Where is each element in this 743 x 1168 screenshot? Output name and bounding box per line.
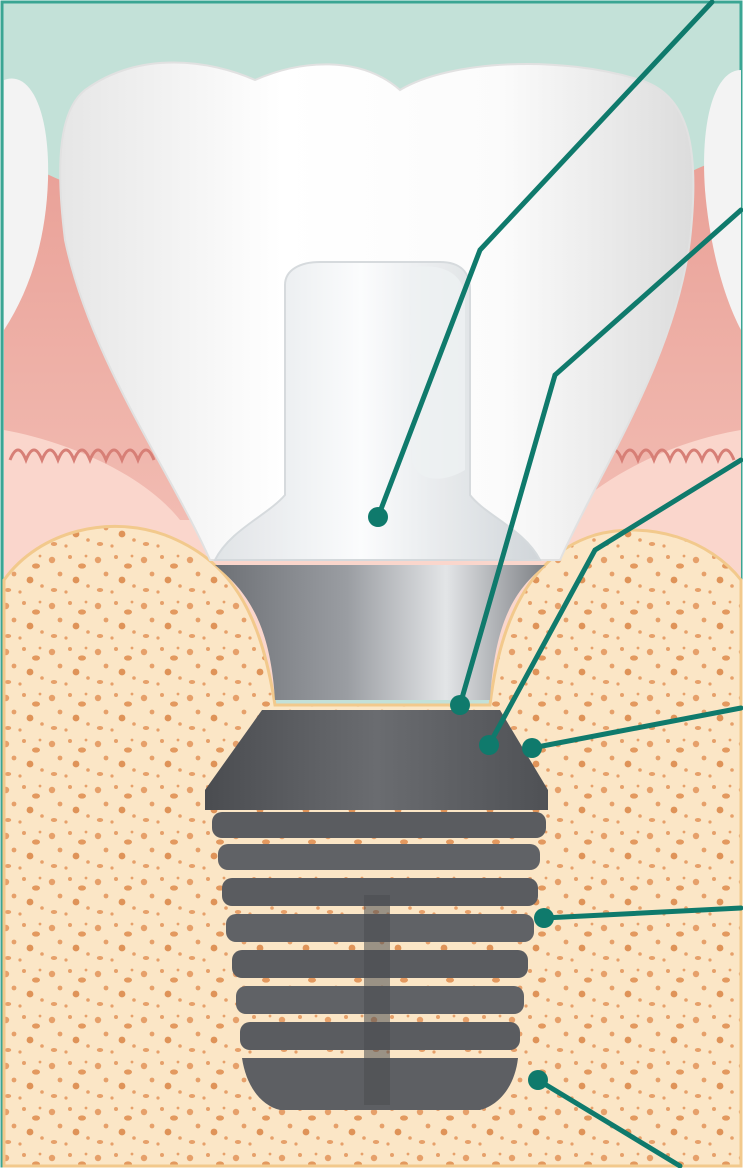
- callout-dot-abutment: [368, 507, 388, 527]
- implant-groove: [364, 895, 390, 1105]
- callout-dot-thread: [534, 908, 554, 928]
- callout-dot-bone: [528, 1070, 548, 1090]
- callout-dot-crest: [522, 738, 542, 758]
- callout-dot-neck: [479, 735, 499, 755]
- callout-dot-platform: [450, 695, 470, 715]
- abutment-flat: [410, 266, 465, 478]
- implant-collar: [205, 710, 548, 810]
- implant-thread-1: [212, 812, 546, 838]
- implant-thread-2: [218, 844, 540, 870]
